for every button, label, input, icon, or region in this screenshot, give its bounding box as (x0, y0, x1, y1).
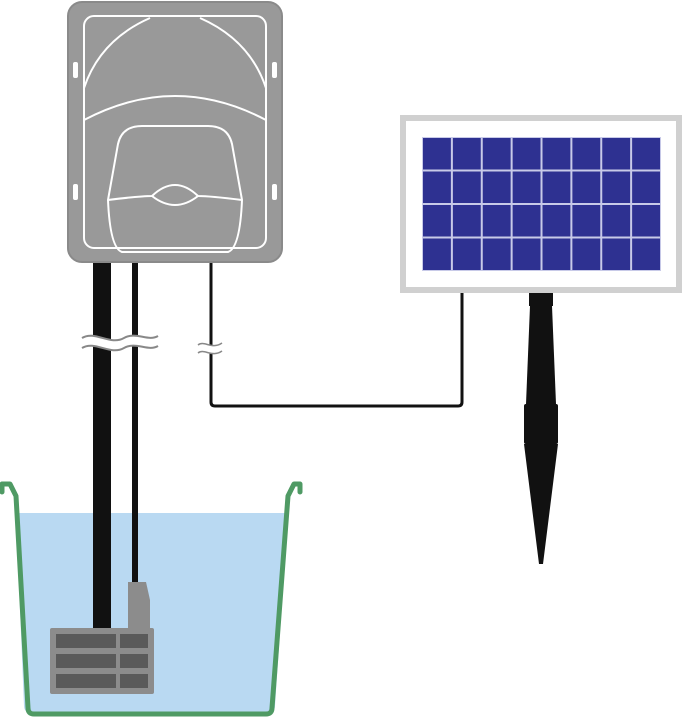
solar-cell (572, 205, 601, 237)
stake-spike (524, 444, 558, 564)
solar-panel-frame (400, 115, 682, 293)
solar-cable (209, 258, 464, 408)
solar-panel (400, 115, 682, 293)
solar-panel-cells (422, 137, 661, 271)
solar-cell (542, 138, 571, 170)
pump-slot (56, 654, 116, 668)
pump-slot (120, 674, 148, 688)
stake-shaft (526, 306, 556, 404)
basin-outline (0, 481, 303, 717)
submersible-pump (50, 582, 154, 694)
pump-slot (120, 654, 148, 668)
hose-break-mark (81, 334, 159, 352)
solar-cell (423, 205, 451, 237)
solar-cell (482, 138, 511, 170)
solar-cell (512, 138, 541, 170)
control-box-body (67, 1, 283, 263)
ground-stake (524, 288, 558, 564)
solar-cell (602, 205, 631, 237)
solar-panel-corners (400, 115, 682, 293)
solar-cell (542, 171, 571, 203)
solar-cell (572, 238, 601, 270)
control-box-clips (73, 62, 277, 200)
solar-cell (602, 238, 631, 270)
solar-cell (452, 238, 481, 270)
solar-cell (572, 138, 601, 170)
control-box-embossing (83, 15, 267, 253)
solar-cell (572, 171, 601, 203)
solar-cell (542, 205, 571, 237)
solar-cell (512, 171, 541, 203)
solar-cell (602, 138, 631, 170)
control-box (67, 1, 283, 263)
solar-cell (482, 171, 511, 203)
pump-slot (120, 634, 148, 648)
pump-slot (56, 674, 116, 688)
solar-cell (632, 205, 661, 237)
solar-cell (423, 171, 451, 203)
pump-intake-slots (56, 634, 148, 688)
solar-cell (423, 238, 451, 270)
solar-cell (452, 205, 481, 237)
stake-joint (524, 404, 558, 444)
solar-cell (482, 205, 511, 237)
solar-cell (423, 138, 451, 170)
pump-outlet (128, 582, 150, 630)
solar-cell (632, 171, 661, 203)
solar-cell (602, 171, 631, 203)
solar-cell (512, 205, 541, 237)
solar-cell (632, 138, 661, 170)
solar-cell (632, 238, 661, 270)
solar-cell (542, 238, 571, 270)
pump-slot (56, 634, 116, 648)
water-hose (93, 258, 111, 630)
solar-cell (452, 138, 481, 170)
solar-cell (452, 171, 481, 203)
solar-cell (512, 238, 541, 270)
solar-cable-break-mark (197, 342, 223, 355)
solar-cell (482, 238, 511, 270)
pump-cable (132, 258, 138, 588)
